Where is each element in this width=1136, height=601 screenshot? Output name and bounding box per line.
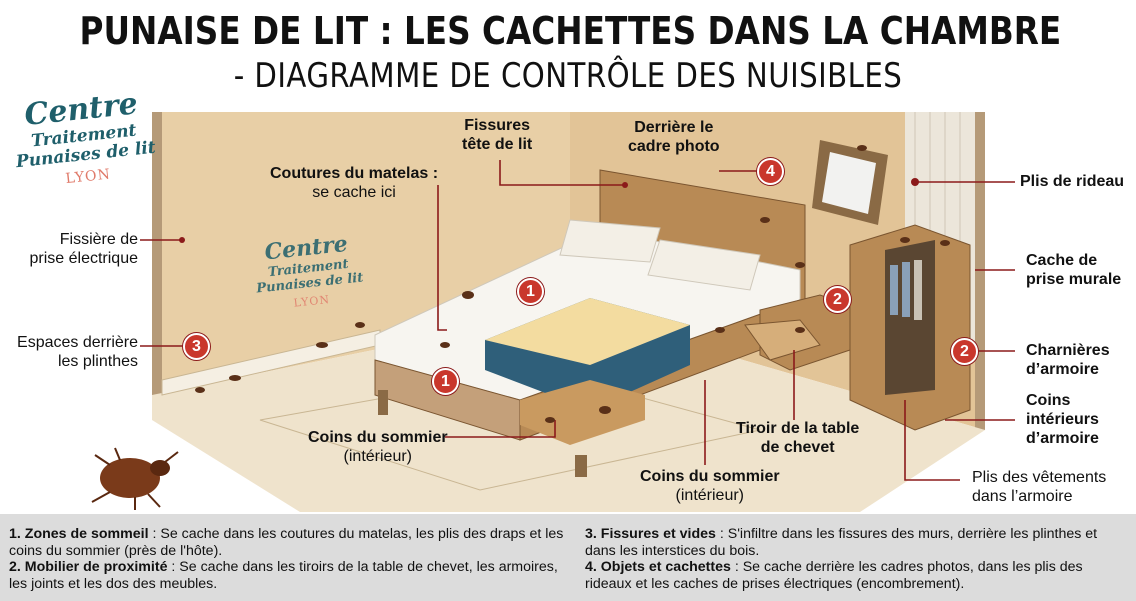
label-prise-murale: Cache de prise murale	[1026, 251, 1121, 289]
pillow	[647, 239, 761, 291]
brand-logo: Centre Traitement Punaises de lit LYON	[10, 85, 159, 192]
legend-item-2: 2. Mobilier de proximité : Se cache dans…	[9, 559, 569, 592]
badge-zone-1: 1	[432, 368, 459, 395]
title-line-1: PUNAISE DE LIT : LES CACHETTES DANS LA C…	[79, 9, 1062, 53]
label-fissures-tete-de-lit: Fissures tête de lit	[462, 116, 532, 154]
label-line: Plis des vêtements	[972, 469, 1107, 486]
picture-frame-inner	[822, 152, 876, 214]
base-drawer	[520, 380, 645, 445]
legend-item-3: 3. Fissures et vides : S'infiltre dans l…	[585, 526, 1115, 559]
label-line: Charnières	[1026, 342, 1110, 359]
legend-item-1: 1. Zones de sommeil : Se cache dans les …	[9, 526, 569, 559]
watermark-logo: Centre Traitement Punaises de lit LYON	[251, 230, 365, 314]
label-line: d’armoire	[1026, 430, 1099, 447]
label-line: Plis de rideau	[1020, 173, 1125, 190]
label-plis-vetements: Plis des vêtements dans l’armoire	[972, 468, 1106, 506]
label-line: intérieurs	[1026, 411, 1099, 428]
legend-column-right: 3. Fissures et vides : S'infiltre dans l…	[585, 526, 1115, 592]
label-line: cadre photo	[628, 138, 720, 155]
bedbug-icon	[91, 447, 179, 510]
pillow	[559, 219, 661, 263]
label-coins-armoire: Coins intérieurs d’armoire	[1026, 391, 1099, 448]
leader-lines	[140, 160, 1015, 481]
bed-leg	[378, 390, 388, 415]
label-plinthes: Espaces derrière les plinthes	[0, 333, 138, 371]
bedbug-marks	[195, 145, 950, 423]
legend-column-left: 1. Zones de sommeil : Se cache dans les …	[9, 526, 569, 592]
legend-panel: 1. Zones de sommeil : Se cache dans les …	[0, 514, 1136, 601]
badge-zone-3: 3	[183, 333, 210, 360]
label-tiroir-chevet: Tiroir de la table de chevet	[736, 419, 859, 457]
label-line: de chevet	[760, 439, 835, 456]
label-line: Derrière le	[634, 119, 714, 136]
mattress-foam-layer	[485, 298, 690, 365]
legend-text: : Se cache dans les coutures du matelas,…	[9, 526, 564, 559]
label-line: les plinthes	[57, 353, 138, 370]
wall-edge	[975, 112, 985, 430]
badge-zone-4: 4	[757, 158, 784, 185]
label-line: dans l’armoire	[972, 488, 1073, 505]
label-line: Fissière de	[59, 231, 138, 248]
legend-heading: 4. Objets et cachettes	[585, 559, 731, 575]
wardrobe-clothes	[890, 260, 922, 320]
label-line: (intérieur)	[675, 487, 745, 504]
legend-text: : Se cache dans les tiroirs de la table …	[9, 559, 558, 592]
legend-heading: 1. Zones de sommeil	[9, 526, 149, 542]
label-line: Tiroir de la table	[736, 420, 860, 437]
label-line: Coutures du matelas :	[270, 165, 439, 182]
legend-item-4: 4. Objets et cachettes : Se cache derriè…	[585, 559, 1115, 592]
label-plis-rideau: Plis de rideau	[1020, 172, 1124, 191]
legend-heading: 2. Mobilier de proximité	[9, 559, 168, 575]
wall-edge	[152, 112, 162, 400]
label-line: (intérieur)	[343, 448, 413, 465]
label-line: Coins du sommier	[308, 429, 448, 446]
label-line: Coins	[1026, 392, 1071, 409]
legend-text: : Se cache derrière les cadres photos, d…	[585, 559, 1083, 592]
label-line: d’armoire	[1026, 361, 1099, 378]
bedroom-illustration	[91, 112, 1015, 512]
badge-zone-2: 2	[824, 286, 851, 313]
leader-dots	[179, 178, 919, 243]
label-line: Coins du sommier	[640, 468, 780, 485]
label-line: Cache de	[1026, 252, 1098, 269]
bed-leg	[575, 455, 587, 477]
label-line: Fissures	[464, 117, 531, 134]
label-line: Espaces derrière	[17, 334, 138, 351]
label-prise-electrique: Fissière de prise électrique	[0, 230, 139, 268]
label-line: se cache ici	[312, 184, 396, 201]
label-line: tête de lit	[462, 136, 533, 153]
badge-zone-1: 1	[517, 278, 544, 305]
label-line: prise électrique	[29, 250, 139, 267]
label-coins-sommier-1: Coins du sommier (intérieur)	[308, 428, 448, 466]
label-charnieres: Charnières d’armoire	[1026, 341, 1110, 379]
badge-zone-2: 2	[951, 338, 978, 365]
legend-heading: 3. Fissures et vides	[585, 526, 716, 542]
legend-text: : S'infiltre dans les fissures des murs,…	[585, 526, 1098, 559]
label-cadre-photo: Derrière le cadre photo	[628, 118, 720, 156]
label-line: prise murale	[1026, 271, 1122, 288]
label-coutures-matelas: Coutures du matelas : se cache ici	[270, 164, 438, 202]
label-coins-sommier-2: Coins du sommier (intérieur)	[640, 467, 780, 505]
title-line-2: - DIAGRAMME DE CONTRÔLE DES NUISIBLES	[233, 56, 903, 96]
